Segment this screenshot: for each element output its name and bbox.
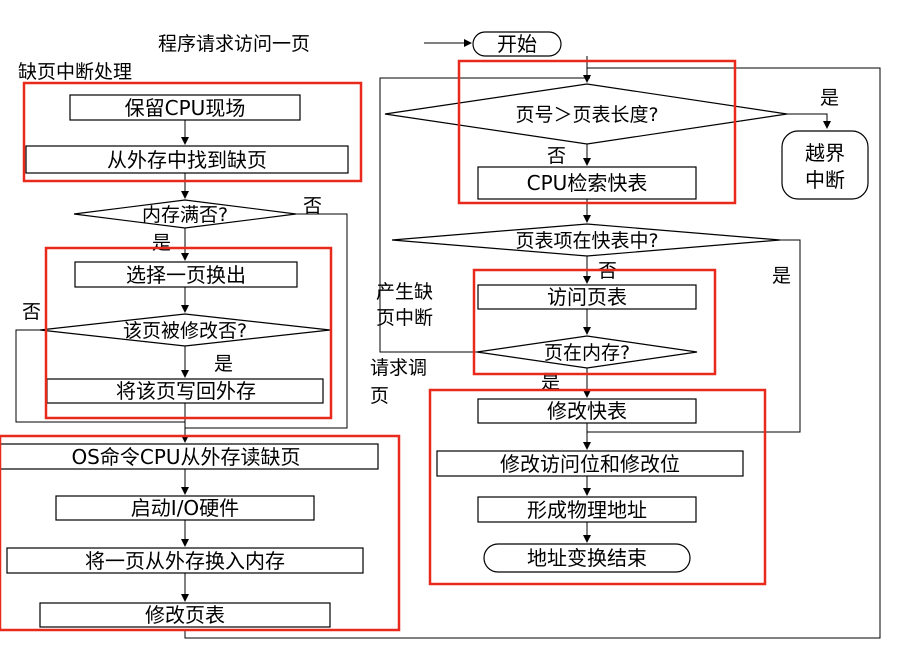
cpu-search-label: CPU检索快表: [527, 171, 648, 195]
highlight-frame-address: [428, 388, 767, 586]
yes-label-2: 是: [772, 265, 791, 287]
tlb-yes-line: [587, 239, 801, 433]
gen-fault-line2: 页中断: [376, 307, 433, 329]
save-cpu-label: 保留CPU现场: [125, 96, 246, 120]
highlight-frame-save-find: [22, 81, 363, 183]
start-io-label: 启动I/O硬件: [131, 496, 239, 520]
select-page-box: [74, 261, 298, 288]
select-page-label: 选择一页换出: [126, 263, 246, 287]
find-page-box: [25, 145, 349, 174]
yes-label-3: 是: [541, 371, 560, 393]
tlb-check-label: 页表项在快表中?: [515, 230, 658, 252]
modify-pt-box: [39, 602, 331, 628]
end-terminal: [483, 543, 691, 573]
no-label-1: 否: [547, 145, 566, 167]
phys-addr-box: [477, 496, 697, 523]
highlight-frame-check-search: [457, 59, 737, 205]
return-loop-line: [184, 67, 881, 639]
write-back-box: [46, 378, 324, 404]
no-label-3: 否: [303, 195, 322, 217]
top-label: 程序请求访问一页: [158, 33, 310, 55]
modified-no-line: [15, 329, 185, 423]
start-terminal: [472, 31, 562, 57]
modify-pt-label: 修改页表: [145, 603, 225, 627]
modify-tlb-label: 修改快表: [547, 399, 627, 423]
os-cmd-box: [0, 443, 379, 470]
end-label: 地址变换结束: [527, 546, 647, 570]
save-cpu-box: [69, 94, 301, 121]
page-check-label: 页号＞页表长度?: [515, 104, 658, 126]
find-page-label: 从外存中找到缺页: [107, 148, 267, 172]
fault-title: 缺页中断处理: [18, 61, 132, 83]
swap-in-box: [6, 547, 364, 574]
out-of-bounds-terminal: [781, 130, 869, 200]
start-label: 开始: [497, 32, 537, 56]
swap-in-label: 将一页从外存换入内存: [85, 549, 285, 573]
write-back-label: 将该页写回外存: [116, 379, 256, 403]
out-of-bounds-line2: 中断: [805, 168, 845, 192]
no-label-4: 否: [22, 301, 41, 323]
cpu-search-box: [477, 166, 697, 200]
gen-fault-line1: 产生缺: [376, 281, 433, 303]
fault-path-line: [379, 77, 590, 353]
os-cmd-label: OS命令CPU从外存读缺页: [71, 445, 300, 469]
highlight-frame-replacement: [44, 246, 333, 420]
request-page-line2: 页: [370, 385, 389, 407]
yes-label-4: 是: [152, 232, 171, 254]
yes-label-1: 是: [820, 87, 839, 109]
request-page-line1: 请求调: [370, 357, 427, 379]
in-memory-label: 页在内存?: [544, 342, 630, 364]
highlight-frame-io: [0, 434, 401, 632]
arrow-to-out-of-bounds: [787, 113, 831, 129]
yes-label-5: 是: [214, 353, 233, 375]
phys-addr-label: 形成物理地址: [527, 498, 647, 522]
highlight-frame-page-table: [472, 268, 717, 376]
mem-full-label: 内存满否?: [142, 204, 228, 226]
modify-bits-box: [436, 450, 744, 477]
modified-label: 该页被修改否?: [123, 320, 247, 342]
out-of-bounds-line1: 越界: [805, 141, 845, 165]
in-memory-decision: [476, 335, 698, 369]
access-page-table-label: 访问页表: [547, 285, 627, 309]
mem-full-no-line: [185, 213, 348, 429]
modify-bits-label: 修改访问位和修改位: [500, 452, 680, 476]
